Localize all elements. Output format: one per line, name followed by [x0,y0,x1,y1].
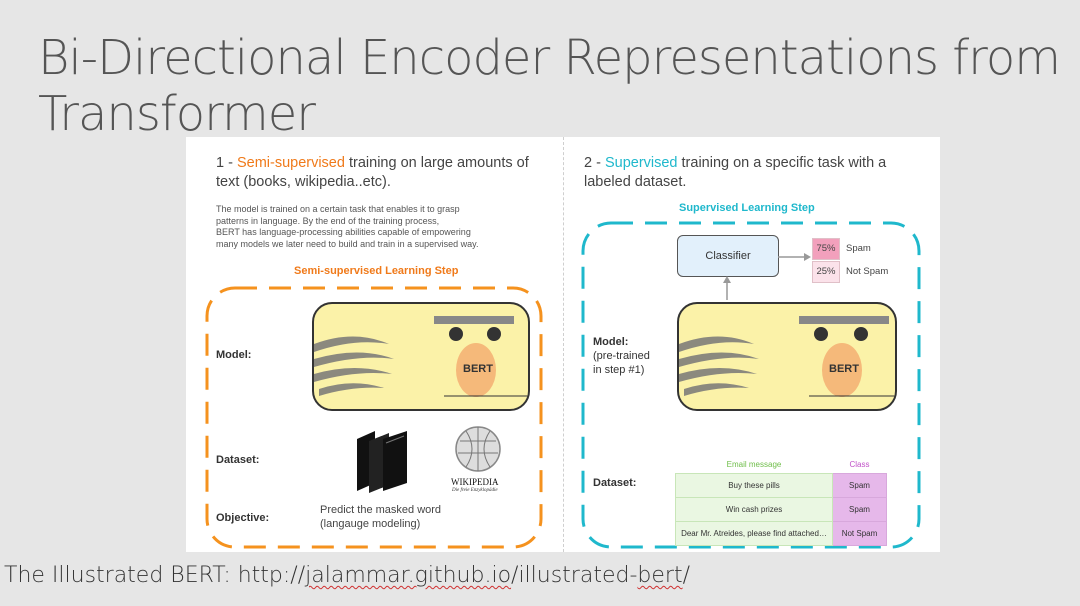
table-cell-message: Buy these pills [675,473,833,498]
bert-character-icon [314,316,528,397]
bert-label-right: BERT [829,363,859,375]
supervised-step-title: Supervised Learning Step [679,202,815,214]
table-row: Dear Mr. Atreides, please find attached…… [675,521,887,546]
supervised-dashed-frame [581,221,921,549]
dataset-table: Email message Class Buy these pills Spam… [675,455,887,546]
wikipedia-tagline: Die freie Enzyklopädie [452,488,498,493]
right-model-label: Model: (pre-trained in step #1) [593,336,650,376]
left-heading: 1 - Semi-supervised training on large am… [216,155,529,190]
arrow-right-icon [778,253,811,261]
right-dataset-label: Dataset: [593,477,637,489]
output-not-spam-label: Not Spam [846,266,889,277]
semi-supervised-step-title: Semi-supervised Learning Step [294,265,459,277]
output-spam: 75% Spam [812,238,871,260]
wikipedia-globe-icon [455,426,501,472]
table-cell-message: Win cash prizes [675,497,833,522]
illustrated-bert-link[interactable]: http://jalammar.github.io/illustrated-be… [237,563,690,588]
table-cell-message: Dear Mr. Atreides, please find attached… [675,521,833,546]
table-header-email: Email message [726,459,782,469]
objective-text: Predict the masked word (langauge modeli… [320,504,442,530]
table-row: Buy these pills Spam [675,473,887,498]
left-model-label: Model: [216,349,252,361]
right-heading: 2 - Supervised training on a specific ta… [584,155,887,190]
output-spam-label: Spam [846,243,871,254]
output-not-spam-percent: 25% [812,261,840,283]
arrow-up-icon [723,276,731,300]
semi-supervised-highlight: Semi-supervised [236,155,345,171]
slide-footer: The Illustrated BERT: http://jalammar.gi… [4,563,690,588]
table-header-class: Class [849,459,870,469]
panel-divider [563,137,564,552]
left-description: The model is trained on a certain task t… [216,204,479,249]
table-cell-class: Spam [832,497,887,522]
slide-title: Bi-Directional Encoder Representations f… [38,30,1061,142]
table-row: Win cash prizes Spam [675,497,887,522]
bert-model-left: BERT [312,302,530,411]
slide-title-line-1: Bi-Directional Encoder Representations f… [38,30,1061,86]
bert-character-icon [679,316,895,397]
output-not-spam: 25% Not Spam [812,261,888,283]
bert-diagram-panel: 1 - Semi-supervised training on large am… [186,137,940,552]
output-spam-percent: 75% [812,238,840,260]
table-cell-class: Not Spam [832,521,887,546]
wikipedia-name: WIKIPEDIA [451,477,499,487]
left-dataset-label: Dataset: [216,454,260,466]
supervised-highlight: Supervised [604,155,678,171]
semi-supervised-dashed-frame [205,286,543,549]
left-objective-label: Objective: [216,512,270,524]
bert-label-left: BERT [463,363,493,375]
books-icon [357,431,407,493]
slide-title-line-2: Transformer [38,86,316,142]
table-cell-class: Spam [832,473,887,498]
classifier-box: Classifier [677,235,779,277]
bert-model-right: BERT [677,302,897,411]
